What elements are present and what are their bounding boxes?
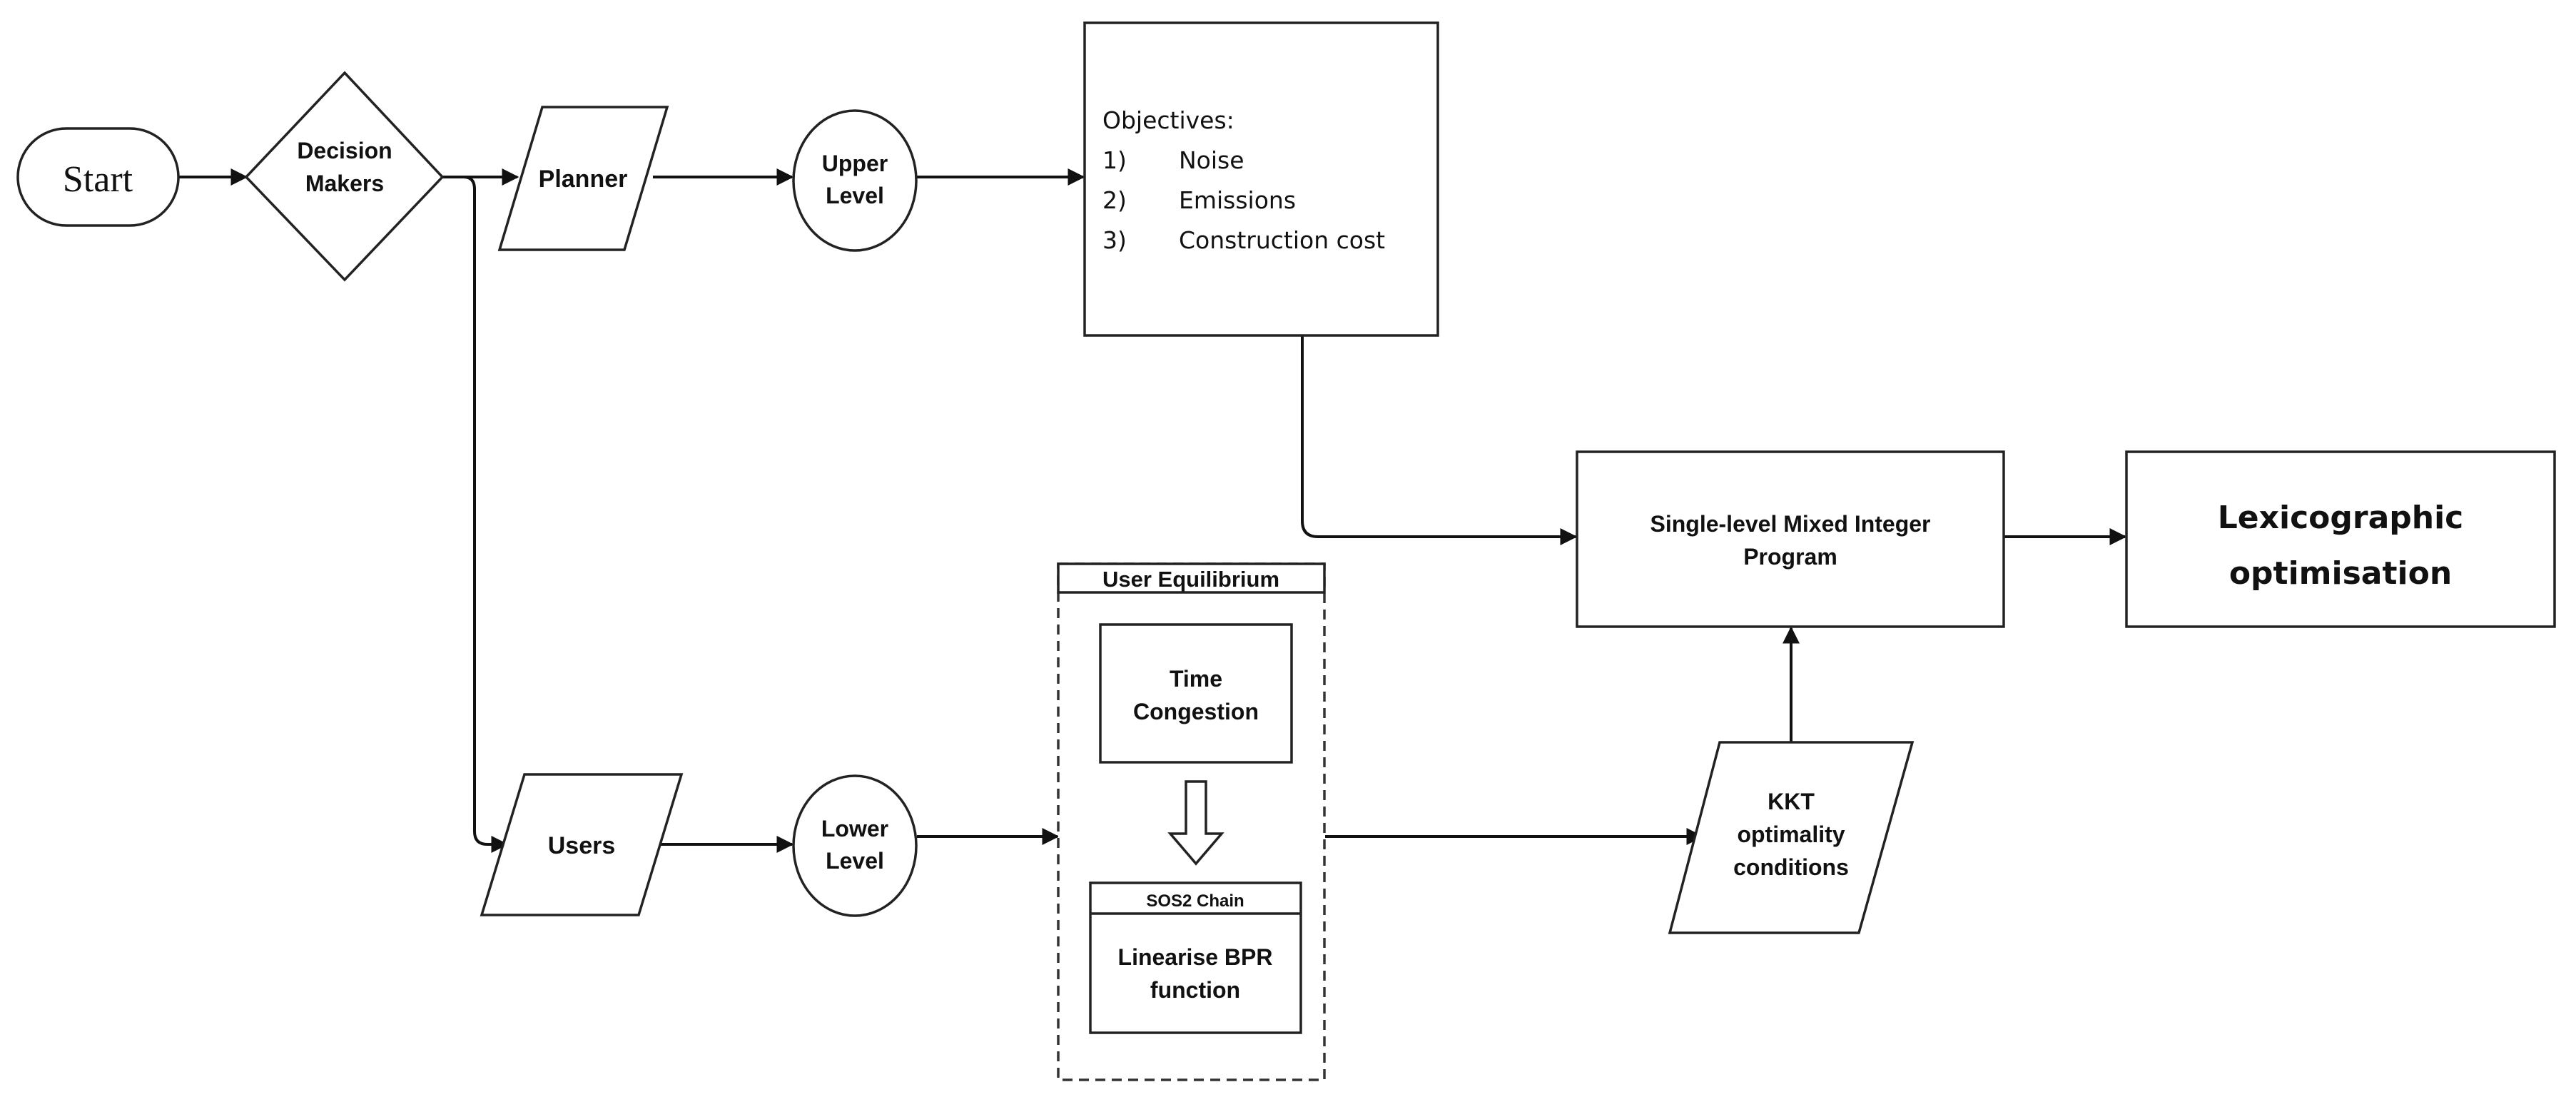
- start-label: Start: [63, 159, 133, 200]
- lower-level-label-line1: Lower: [821, 816, 888, 841]
- planner-label: Planner: [539, 166, 628, 193]
- users-node: Users: [480, 773, 684, 916]
- edge-objectives-to-single-level: [1301, 335, 1578, 545]
- time-congestion-node: Time Congestion: [1099, 623, 1293, 764]
- down-arrow-icon: [1167, 780, 1224, 866]
- start-node: Start: [16, 127, 180, 227]
- kkt-label-line2: optimality: [1737, 822, 1845, 847]
- sos2-chain-label: SOS2 Chain: [1146, 891, 1244, 911]
- planner-node: Planner: [497, 106, 669, 251]
- linearise-label-line1: Linearise BPR: [1118, 944, 1273, 970]
- lexicographic-node: Lexicographic optimisation: [2125, 450, 2556, 628]
- user-equilibrium-container: User Equilibrium Time Congestion SOS2 Ch…: [1057, 562, 1326, 1081]
- user-equilibrium-title: User Equilibrium: [1102, 567, 1279, 592]
- decision-makers-node: Decision Makers: [244, 71, 445, 282]
- upper-level-label-line2: Level: [826, 183, 884, 208]
- lower-level-node: Lower Level: [792, 774, 918, 917]
- sos2-chain-node: SOS2 Chain Linearise BPR function: [1089, 881, 1302, 1034]
- objective-2-number: 2): [1102, 186, 1127, 214]
- single-level-program-node: Single-level Mixed Integer Program: [1576, 450, 2005, 628]
- objective-3-text: Construction cost: [1179, 226, 1385, 254]
- objective-1-text: Noise: [1179, 146, 1244, 174]
- kkt-label-line3: conditions: [1733, 854, 1849, 880]
- kkt-label-line1: KKT: [1768, 789, 1815, 814]
- single-level-label-line1: Single-level Mixed Integer: [1650, 511, 1931, 537]
- edges: [178, 168, 2127, 853]
- single-level-label-line2: Program: [1743, 544, 1837, 570]
- lexicographic-label-line1: Lexicographic: [2218, 500, 2464, 536]
- upper-level-label-line1: Upper: [822, 151, 888, 176]
- time-congestion-label-line2: Congestion: [1133, 699, 1259, 724]
- kkt-node: KKT optimality conditions: [1668, 741, 1915, 934]
- decision-makers-label-line2: Makers: [305, 171, 384, 196]
- time-congestion-label-line1: Time: [1170, 666, 1222, 692]
- edge-decision-to-users: [442, 176, 509, 853]
- decision-makers-label-line1: Decision: [297, 138, 392, 163]
- users-label: Users: [548, 832, 616, 859]
- objective-2-text: Emissions: [1179, 186, 1296, 214]
- upper-level-node: Upper Level: [792, 109, 918, 252]
- objectives-heading: Objectives:: [1102, 106, 1234, 134]
- linearise-label-line2: function: [1150, 977, 1240, 1003]
- lower-level-label-line2: Level: [826, 848, 884, 874]
- objectives-node: Objectives: 1) Noise 2) Emissions 3) Con…: [1083, 21, 1439, 337]
- objective-1-number: 1): [1102, 146, 1127, 174]
- lexicographic-label-line2: optimisation: [2229, 555, 2452, 592]
- objective-3-number: 3): [1102, 226, 1127, 254]
